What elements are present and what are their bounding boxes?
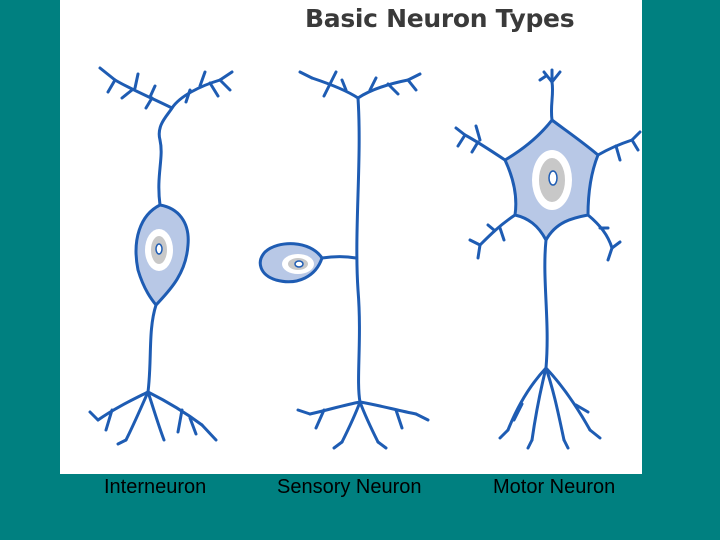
sensory-neuron-illustration xyxy=(258,70,430,450)
interneuron-dendrites xyxy=(98,66,234,207)
motor-dendrites xyxy=(454,68,642,262)
motor-axon xyxy=(498,238,602,450)
sensory-terminals xyxy=(296,400,430,450)
motor-neuron-illustration xyxy=(454,68,642,450)
motor-neuron-label: Motor Neuron xyxy=(493,476,616,498)
diagram-title: Basic Neuron Types xyxy=(305,4,575,33)
interneuron-axon xyxy=(88,303,218,446)
interneuron-illustration xyxy=(88,66,234,446)
interneuron-label: Interneuron xyxy=(104,476,207,498)
sensory-neuron-label: Sensory Neuron xyxy=(277,476,422,498)
diagram-panel: Basic Neuron Types xyxy=(60,0,642,474)
sensory-dendrites xyxy=(298,70,422,100)
sensory-axon xyxy=(355,96,362,404)
neuron-illustrations xyxy=(88,66,642,450)
